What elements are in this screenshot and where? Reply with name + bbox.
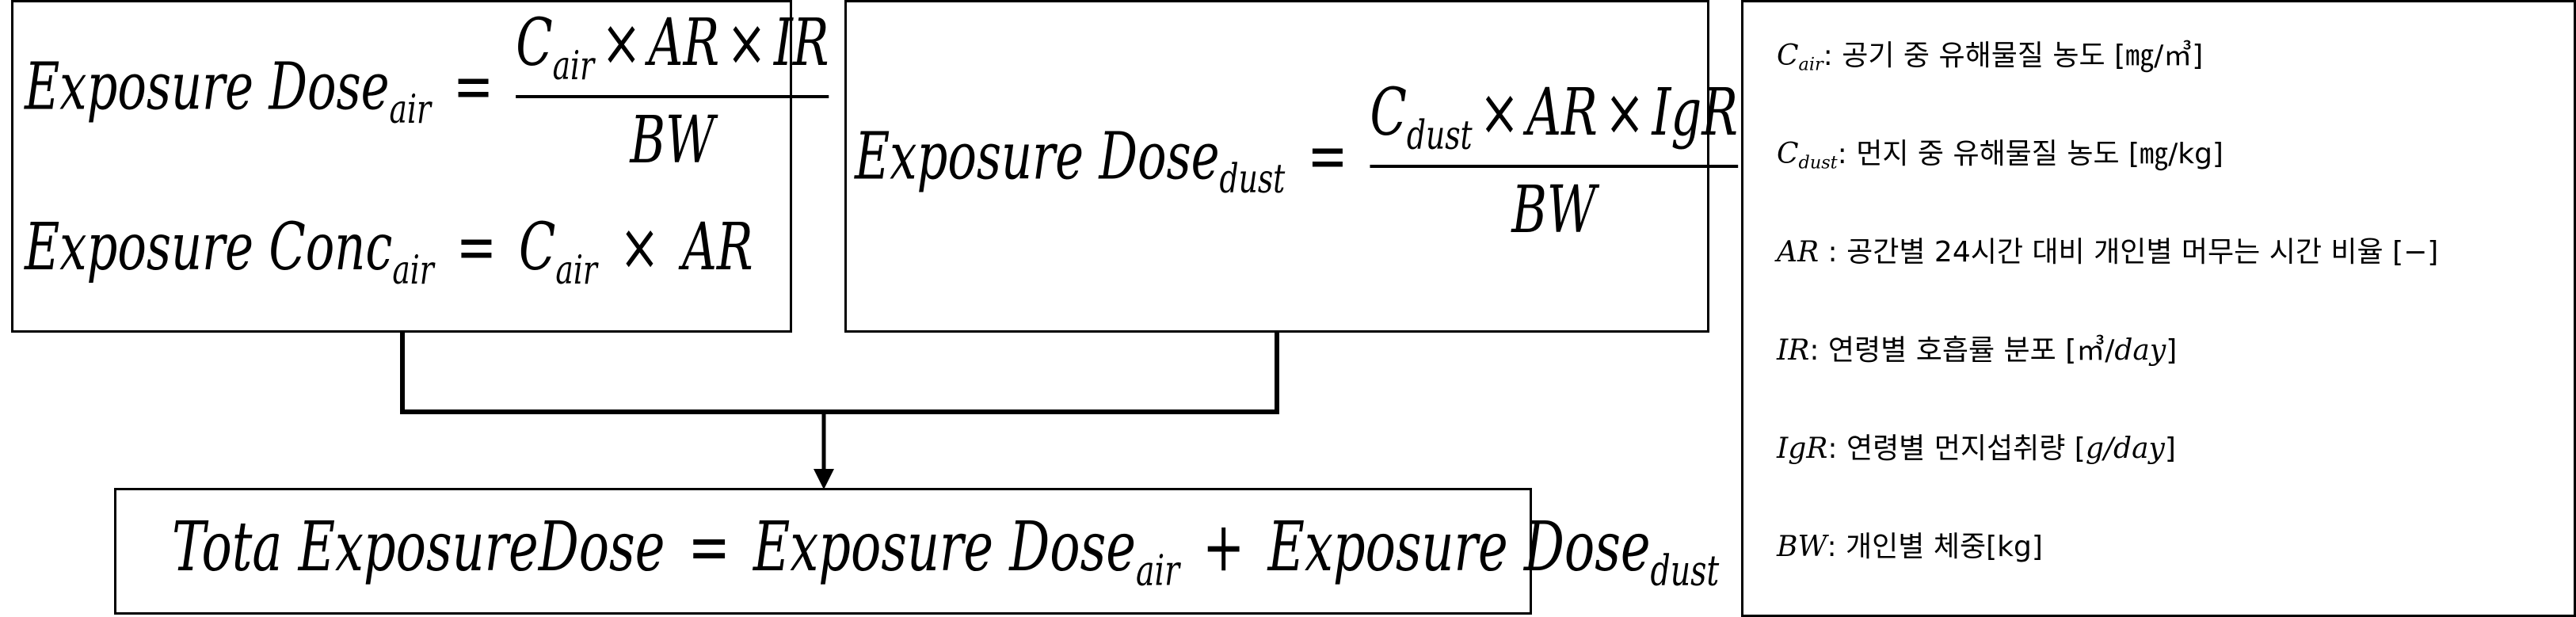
legend-text: : 먼지 중 유해물질 농도 [㎎/kg]: [1837, 138, 2224, 170]
air-conc-ar: AR: [682, 210, 753, 285]
legend-unit: g/day: [2085, 432, 2165, 465]
air-conc-lhs: Exposure Conc: [25, 210, 393, 285]
join-line: [400, 333, 1279, 414]
legend-sym: IgR: [1777, 432, 1828, 465]
air-times-2: ×: [726, 6, 767, 81]
air-dose-fraction: Cair×AR×IR BW: [516, 6, 829, 178]
legend-item-ir: IR: 연령별 호흡률 분포 [㎥/day]: [1777, 327, 2177, 368]
dust-dose-lhs: Exposure Dose: [855, 119, 1220, 195]
air-num-ir: IR: [773, 6, 829, 81]
legend-text: : 연령별 호흡률 분포 [㎥/: [1809, 334, 2115, 367]
air-dose-equation: Exposure Doseair = Cair×AR×IR BW: [25, 6, 829, 178]
legend-unit: day: [2114, 334, 2166, 367]
dust-denominator: BW: [1511, 172, 1597, 248]
total-term-dust-sub: dust: [1650, 546, 1720, 596]
legend-text: : 개인별 체중[kg]: [1827, 531, 2043, 563]
dust-num-igr: IgR: [1652, 75, 1738, 150]
dust-times-2: ×: [1604, 75, 1645, 150]
legend-item-c-air: Cair: 공기 중 유해물질 농도 [㎎/㎥]: [1777, 32, 2203, 75]
air-dose-eq: =: [453, 49, 494, 125]
air-times-1: ×: [600, 6, 642, 81]
total-term-dust: Exposure Dose: [1267, 508, 1651, 587]
dust-fraction-bar: [1370, 164, 1738, 168]
legend-item-ar: AR : 공간별 24시간 대비 개인별 머무는 시간 비율 [−]: [1777, 229, 2438, 270]
legend-text: : 연령별 먼지섭취량 [: [1827, 432, 2086, 465]
total-term-air-sub: air: [1135, 546, 1179, 596]
variable-legend-box: Cair: 공기 중 유해물질 농도 [㎎/㎥] Cdust: 먼지 중 유해물…: [1741, 0, 2576, 617]
legend-unit-end: ]: [2166, 334, 2178, 367]
legend-sym: C: [1777, 138, 1799, 170]
air-equation-box: Exposure Doseair = Cair×AR×IR BW Exposur…: [11, 0, 829, 333]
legend-text: : 공간별 24시간 대비 개인별 머무는 시간 비율 [−]: [1819, 236, 2439, 269]
dust-dose-equation: Exposure Dosedust = Cdust×AR×IgR BW: [855, 75, 1738, 248]
air-dose-lhs: Exposure Dose: [25, 49, 390, 125]
air-dose-lhs-sub: air: [389, 86, 431, 133]
air-num-ar: AR: [648, 6, 720, 81]
air-conc-lhs-sub: air: [392, 246, 434, 293]
air-conc-c: C: [518, 210, 556, 285]
dust-num-c-sub: dust: [1406, 111, 1473, 158]
legend-item-c-dust: Cdust: 먼지 중 유해물질 농도 [㎎/kg]: [1777, 131, 2224, 173]
legend-item-bw: BW: 개인별 체중[kg]: [1777, 524, 2043, 565]
legend-unit-end: ]: [2164, 432, 2176, 465]
legend-sym: IR: [1777, 334, 1810, 367]
air-num-c-sub: air: [552, 41, 595, 89]
total-term-air: Exposure Dose: [753, 508, 1136, 587]
total-plus: +: [1202, 508, 1245, 587]
legend-sym: BW: [1777, 531, 1827, 563]
air-conc-c-sub: air: [555, 246, 597, 293]
dust-dose-numerator: Cdust×AR×IgR: [1370, 75, 1737, 158]
dust-times-1: ×: [1479, 75, 1520, 150]
dust-dose-eq: =: [1307, 119, 1348, 195]
air-conc-eq: =: [455, 210, 497, 285]
legend-text: : 공기 중 유해물질 농도 [㎎/㎥]: [1823, 40, 2204, 72]
total-eq: =: [688, 508, 730, 587]
dust-num-ar: AR: [1526, 75, 1598, 150]
total-lhs: Tota ExposureDose: [172, 508, 665, 587]
legend-sub: air: [1798, 54, 1823, 75]
air-conc-equation: Exposure Concair = Cair × AR: [25, 210, 753, 293]
air-num-c: C: [516, 6, 553, 81]
air-dose-numerator: Cair×AR×IR: [516, 6, 829, 89]
legend-sym: C: [1777, 40, 1799, 72]
legend-item-igr: IgR: 연령별 먼지섭취량 [g/day]: [1777, 425, 2176, 467]
dust-dose-fraction: Cdust×AR×IgR BW: [1370, 75, 1738, 248]
air-fraction-bar: [516, 94, 829, 98]
dust-equation-box: Exposure Dosedust = Cdust×AR×IgR BW: [844, 0, 1738, 333]
arrow-head-icon: [814, 469, 834, 489]
legend-sub: dust: [1798, 152, 1838, 173]
dust-num-c: C: [1370, 75, 1407, 150]
air-denominator: BW: [630, 102, 715, 178]
total-dose-equation: Tota ExposureDose = Exposure Doseair + E…: [172, 508, 1719, 596]
dust-dose-lhs-sub: dust: [1219, 155, 1286, 203]
air-conc-times: ×: [619, 210, 660, 285]
total-equation-box: Tota ExposureDose = Exposure Doseair + E…: [114, 488, 1719, 615]
legend-sym: AR: [1777, 236, 1820, 269]
